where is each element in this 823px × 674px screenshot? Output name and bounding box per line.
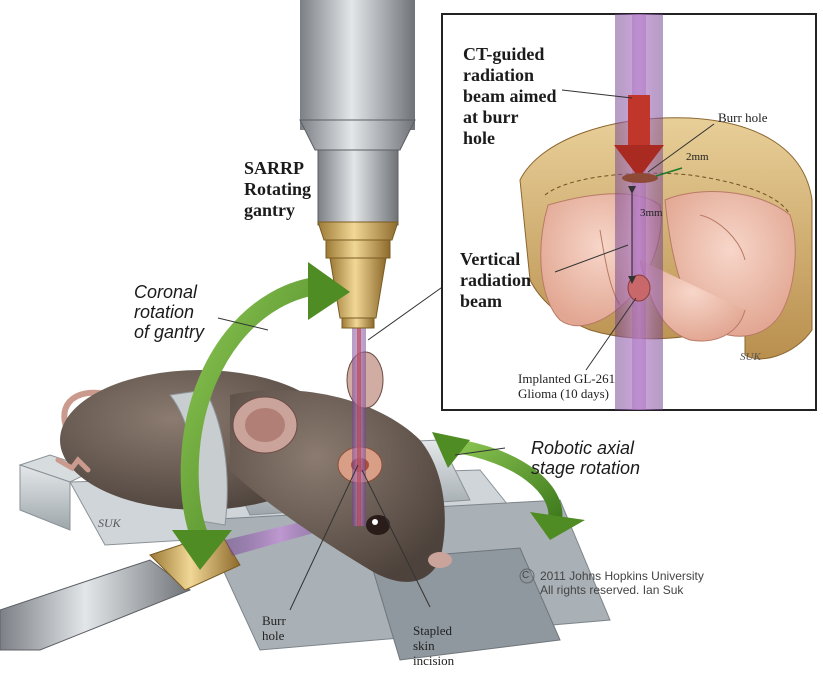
gantry-label: SARRP Rotating gantry xyxy=(244,158,311,221)
three-mm-label: 3mm xyxy=(640,207,663,219)
two-mm-label: 2mm xyxy=(686,151,709,163)
stapled-incision-label: Stapled skin incision xyxy=(413,623,454,668)
implanted-glioma-label: Implanted GL-261 Glioma (10 days) xyxy=(518,371,615,401)
robotic-rotation-label: Robotic axial stage rotation xyxy=(531,438,640,478)
copyright-symbol: C xyxy=(522,569,529,583)
vertical-beam-label: Vertical radiation beam xyxy=(460,249,531,312)
signature-inset: SUK xyxy=(740,351,761,363)
ct-guided-label: CT-guided radiation beam aimed at burr h… xyxy=(463,44,557,149)
coronal-rotation-label: Coronal rotation of gantry xyxy=(134,282,204,342)
inset-burr-hole-label: Burr hole xyxy=(718,110,767,125)
signature-main: SUK xyxy=(98,516,122,530)
burr-hole-label: Burr hole xyxy=(262,613,286,643)
copyright-text: 2011 Johns Hopkins University All rights… xyxy=(540,569,704,597)
